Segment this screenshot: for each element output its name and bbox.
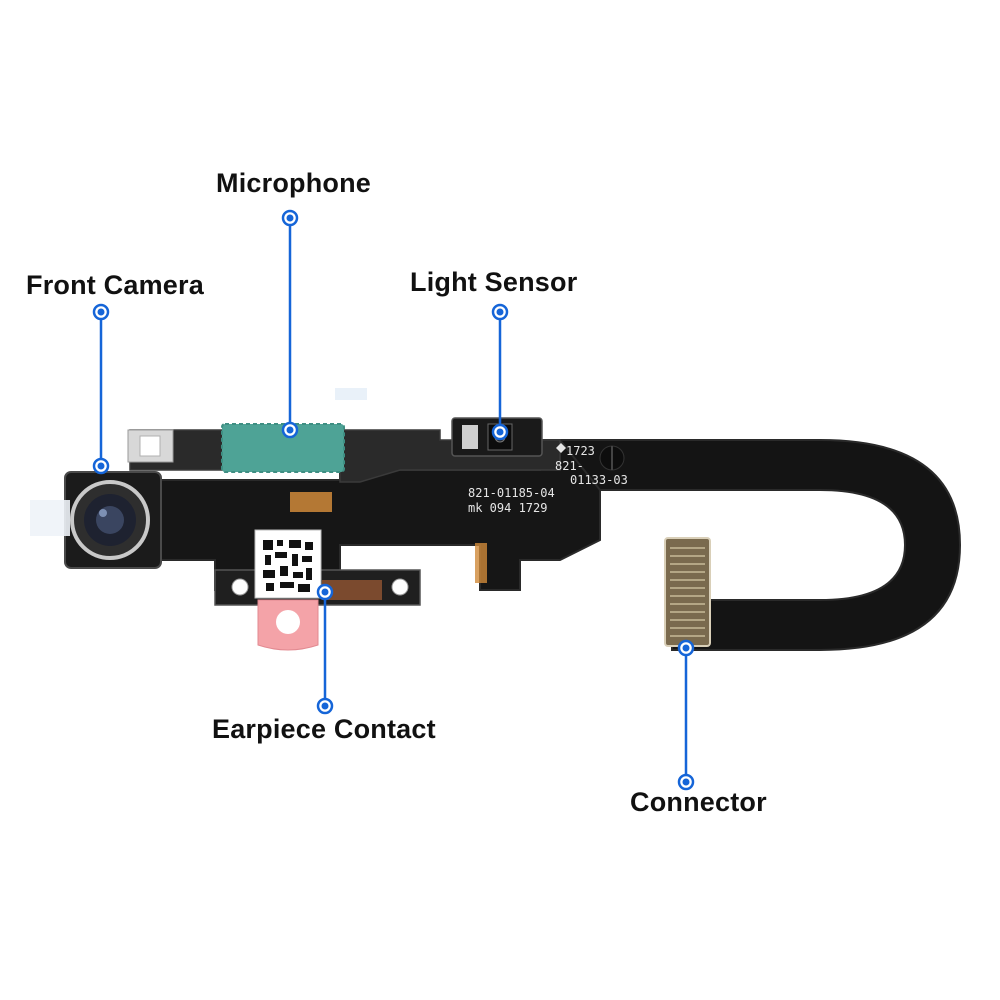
front-camera-label: Front Camera — [26, 270, 204, 300]
callout-dots — [92, 209, 695, 791]
board-stamp-1: 1723 — [566, 444, 595, 458]
earpiece-contact-label: Earpiece Contact — [212, 714, 436, 744]
connector-label: Connector — [630, 787, 767, 817]
microphone-label: Microphone — [216, 168, 371, 198]
light-sensor-label: Light Sensor — [410, 267, 578, 297]
board-stamp-3: 01133-03 — [570, 473, 628, 487]
board-marking-line1: 821-01185-04 — [468, 486, 555, 500]
callout-pointers — [99, 218, 688, 782]
board-connector — [664, 537, 711, 647]
flex-cable-tail — [539, 439, 962, 651]
board-stamp-2: 821- — [555, 459, 584, 473]
microphone-pad — [222, 424, 344, 472]
board-marking-line2: mk 094 1729 — [468, 501, 547, 515]
